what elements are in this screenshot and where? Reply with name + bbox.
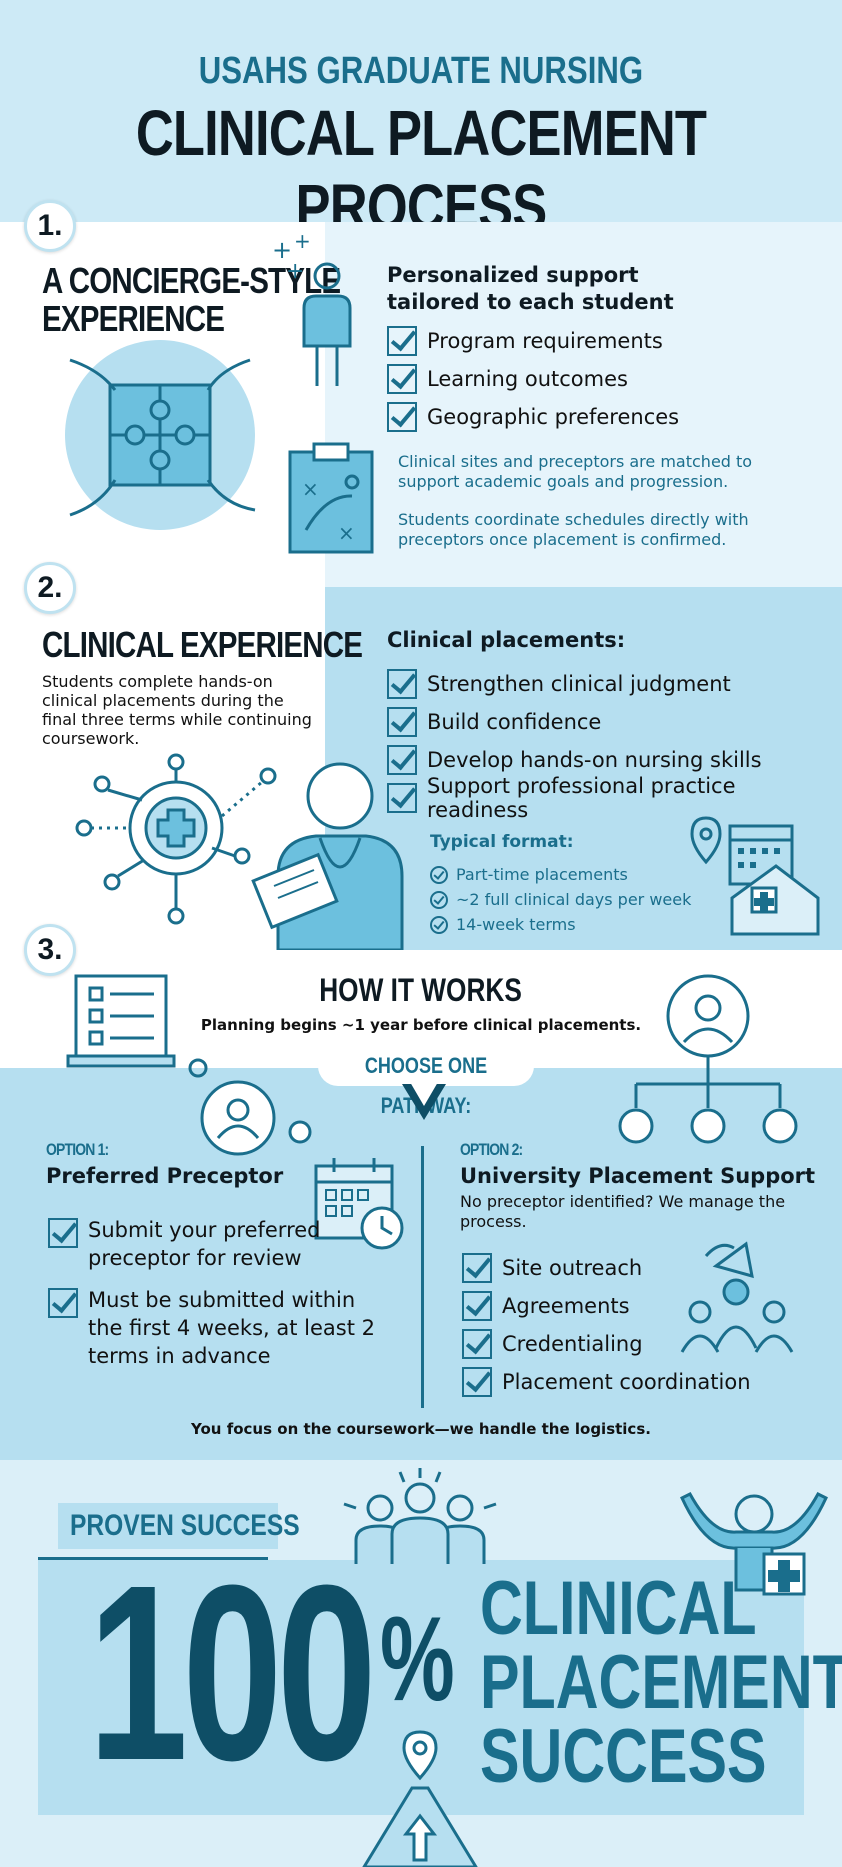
calendar-clock-icon [314,1158,404,1250]
list-item: Build confidence [387,703,842,741]
laptop-checklist-icon [66,974,208,1078]
checkbox-icon [387,326,417,356]
svg-text:+: + [272,236,292,264]
svg-text:×: × [302,477,319,501]
section1-note-matching: Clinical sites and preceptors are matche… [398,452,753,491]
list-item: Credentialing [462,1325,751,1363]
checkbox-icon [462,1253,492,1283]
option2-label: OPTION 2: [460,1140,523,1159]
list-item: ~2 full clinical days per week [430,887,691,912]
puzzle-hands-icon [65,340,256,530]
list-item: Part-time placements [430,862,691,887]
option1-checklist: Submit your preferred preceptor for revi… [48,1216,388,1384]
checkbox-icon [48,1218,78,1248]
checkbox-icon [387,402,417,432]
svg-text:+: + [294,229,311,253]
list-item: 14-week terms [430,912,691,937]
user-circle-icon [200,1080,312,1156]
choose-pathway-pill: CHOOSE ONE PATHWAY: [318,1046,534,1118]
list-item: Support professional practice readiness [387,774,842,822]
list-item: Site outreach [462,1249,751,1287]
option-divider [421,1146,424,1408]
team-outreach-icon [680,1241,794,1353]
section2-checklist: Strengthen clinical judgment Build confi… [387,665,842,822]
success-accent-bar [38,1557,268,1560]
nurse-with-clipboard-icon [251,762,404,952]
list-item: Geographic preferences [387,398,679,436]
list-item: Submit your preferred preceptor for revi… [48,1216,388,1272]
typical-format-list: Part-time placements ~2 full clinical da… [430,862,691,937]
list-item: Agreements [462,1287,751,1325]
team-people-icon [343,1468,497,1564]
person-plus-icon: + + + [272,229,352,386]
section1-note-scheduling: Students coordinate schedules directly w… [398,510,749,549]
logistics-footer-text: You focus on the coursework—we handle th… [191,1420,651,1438]
list-item: Program requirements [387,322,679,360]
checkbox-icon [462,1367,492,1397]
checkbox-icon [462,1291,492,1321]
pathway-arrow-icon [402,1082,446,1120]
check-circle-icon [430,865,448,884]
check-circle-icon [430,890,448,909]
medical-network-icon [75,753,277,925]
list-item: Strengthen clinical judgment [387,665,842,703]
location-calendar-clinic-icon [690,816,820,936]
option2-checklist: Site outreach Agreements Credentialing P… [462,1249,751,1401]
checkbox-icon [387,669,417,699]
typical-format-title: Typical format: [430,832,574,852]
location-path-arrow-icon [362,1730,478,1867]
section3-number-badge: 3. [24,924,76,976]
option2-title: University Placement Support [460,1164,816,1188]
section1-checklist: Program requirements Learning outcomes G… [387,322,679,436]
header-band [0,0,842,222]
section2-description: Students complete hands-on clinical plac… [42,672,312,748]
checkbox-icon [387,364,417,394]
celebrating-person-icon [680,1492,828,1596]
section1-heading: A CONCIERGE-STYLE EXPERIENCE [42,260,341,339]
header-title: CLINICAL PLACEMENT PROCESS [135,97,707,243]
checkbox-icon [387,745,417,775]
list-item: Develop hands-on nursing skills [387,741,842,779]
success-percentage-number: 100 [88,1533,377,1812]
option1-title: Preferred Preceptor [46,1164,284,1188]
section2-subtitle: Clinical placements: [387,628,626,652]
option1-label: OPTION 1: [46,1140,109,1159]
list-item: Learning outcomes [387,360,679,398]
clipboard-strategy-icon: × × [288,442,374,554]
success-caption: CLINICAL PLACEMENT SUCCESS [480,1566,842,1799]
percent-sign: % [380,1592,455,1726]
list-item: Must be submitted within the first 4 wee… [48,1286,388,1370]
check-circle-icon [430,915,448,934]
org-chart-people-icon [618,974,798,1144]
section1-number-badge: 1. [24,200,76,252]
how-it-works-title: HOW IT WORKS [319,972,523,1008]
list-item: Placement coordination [462,1363,751,1401]
section1-subtitle: Personalized support tailored to each st… [387,263,674,314]
svg-text:+: + [286,259,304,284]
checkbox-icon [387,707,417,737]
checkbox-icon [48,1288,78,1318]
header-subtitle: USAHS GRADUATE NURSING [198,50,644,92]
proven-success-label: PROVEN SUCCESS [58,1503,300,1549]
section2-number-badge: 2. [24,562,76,614]
svg-text:×: × [338,521,355,545]
option2-description: No preceptor identified? We manage the p… [460,1192,786,1231]
checkbox-icon [387,783,417,813]
section2-heading: CLINICAL EXPERIENCE [42,624,363,665]
how-it-works-subtitle: Planning begins ~1 year before clinical … [200,1016,642,1034]
checkbox-icon [462,1329,492,1359]
